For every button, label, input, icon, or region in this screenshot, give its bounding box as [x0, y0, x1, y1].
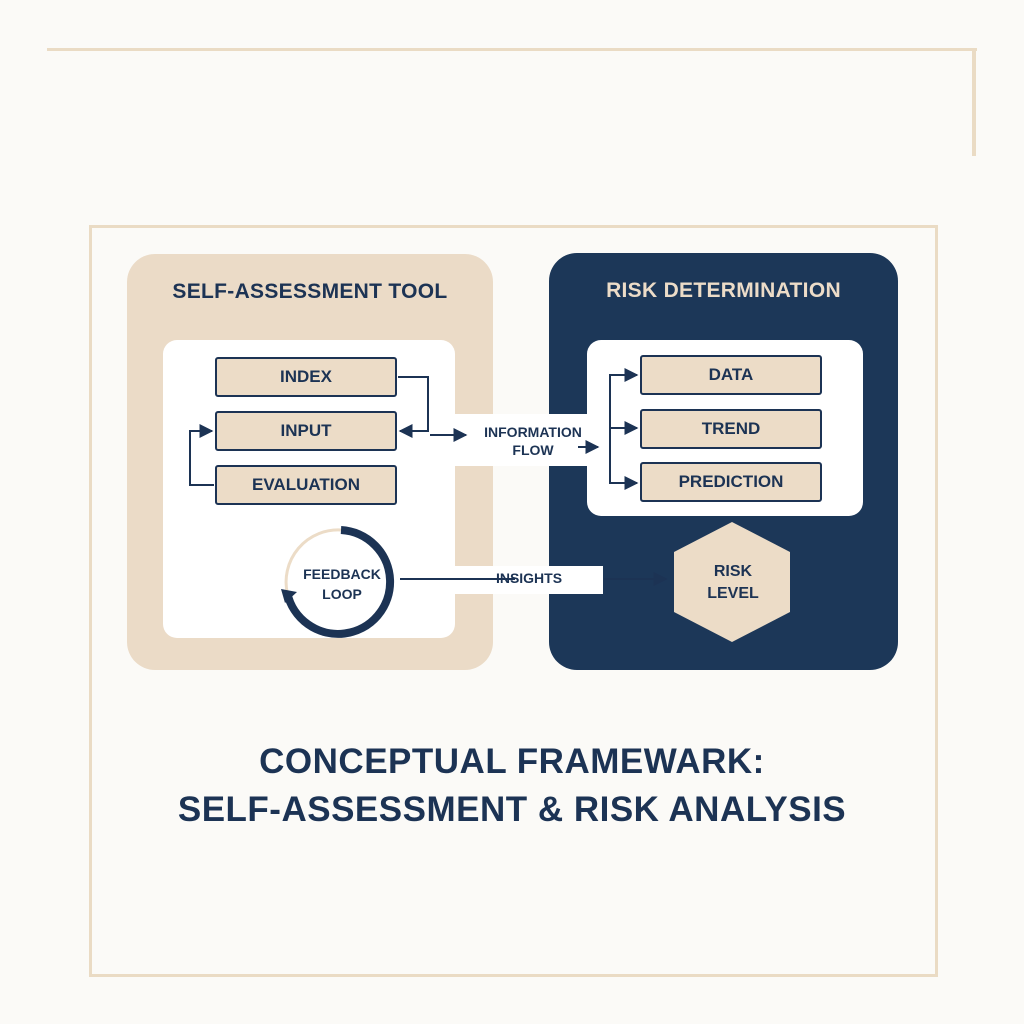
- feedback-loop-label: FEEDBACK LOOP: [303, 566, 381, 602]
- index-to-input-arrow: [398, 376, 429, 438]
- data-box: DATA: [640, 355, 822, 395]
- data-branch-arrow: [609, 368, 639, 448]
- risk-level-hexagon: [674, 522, 790, 642]
- decorative-right-line: [972, 48, 976, 156]
- information-flow-label: INFORMATION FLOW: [484, 424, 582, 458]
- index-box: INDEX: [215, 357, 397, 397]
- risk-determination-title: RISK DETERMINATION: [606, 279, 841, 302]
- feedback-loop-icon: [281, 526, 395, 638]
- prediction-branch-arrow: [609, 448, 639, 490]
- information-flow-bridge: [455, 414, 590, 466]
- input-box: INPUT: [215, 411, 397, 451]
- trend-box: TREND: [640, 409, 822, 449]
- self-assessment-title: SELF-ASSESSMENT TOOL: [172, 280, 448, 303]
- decorative-top-line: [47, 48, 977, 51]
- evaluation-to-input-arrow: [189, 424, 214, 486]
- main-title-line-1: CONCEPTUAL FRAMEWARK:: [259, 742, 765, 781]
- evaluation-box: EVALUATION: [215, 465, 397, 505]
- main-title-line-2: SELF-ASSESSMENT & RISK ANALYSIS: [177, 790, 847, 829]
- diagram-frame: [89, 225, 938, 977]
- insights-label: INSIGHTS: [495, 570, 563, 586]
- prediction-box: PREDICTION: [640, 462, 822, 502]
- risk-level-label: RISK LEVEL: [707, 563, 759, 602]
